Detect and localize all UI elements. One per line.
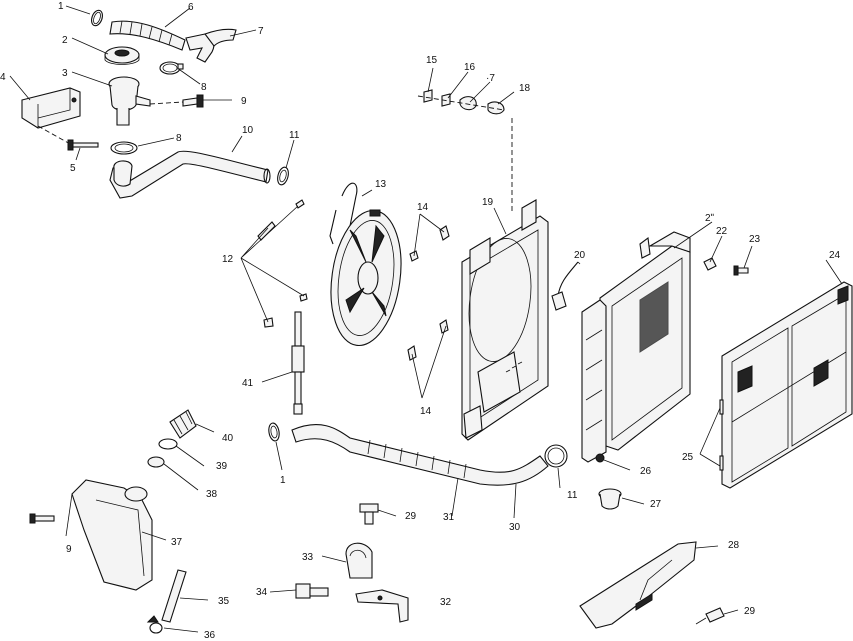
clips-25 <box>719 399 724 471</box>
callout-17: ·7 <box>486 73 495 84</box>
radiator-21 <box>581 231 691 463</box>
radiator-hose-31 <box>291 423 549 486</box>
callout-1-top: 1 <box>58 1 64 12</box>
callout-18: 18 <box>519 83 531 94</box>
fan-shroud-19 <box>461 199 549 441</box>
screw-9-lower <box>29 513 55 524</box>
sensor-parts-15-18 <box>417 89 513 212</box>
callout-23: 23 <box>749 234 761 245</box>
callout-10: 10 <box>242 125 254 136</box>
lower-hose-10 <box>109 150 271 199</box>
callout-5: 5 <box>70 163 76 174</box>
coolant-hose-6 <box>109 20 186 51</box>
bottle-cap-40 <box>169 409 197 439</box>
callout-8-lower: 8 <box>176 133 182 144</box>
callout-11-lower: 11 <box>567 490 578 501</box>
washer-38 <box>147 456 165 468</box>
callout-24: 24 <box>829 250 841 261</box>
radiator-cap-2 <box>104 46 140 65</box>
callout-28: 28 <box>728 540 740 551</box>
callout-16: 16 <box>464 62 476 73</box>
o-ring-39 <box>158 438 178 450</box>
callout-9-lower: 9 <box>66 544 72 555</box>
callout-12: 12 <box>222 254 234 265</box>
callout-25: 25 <box>682 452 694 463</box>
callout-7: 7 <box>258 26 264 37</box>
screw-29-upper <box>359 503 379 525</box>
hose-clamp-36 <box>146 615 163 634</box>
fan-bolts-12 <box>257 199 308 328</box>
callout-11-upper: 11 <box>289 130 300 141</box>
callout-6: 6 <box>188 2 194 13</box>
hose-clamp-8-upper <box>159 61 184 75</box>
bolt-34 <box>295 583 329 599</box>
callout-13: 13 <box>375 179 387 190</box>
callout-4: 4 <box>0 72 6 83</box>
callout-37: 37 <box>171 537 183 548</box>
overflow-hose-35 <box>161 569 187 623</box>
callout-33: 33 <box>302 552 314 563</box>
callout-41: 41 <box>242 378 254 389</box>
hose-clamp-8-lower <box>110 141 138 155</box>
radiator-screen-24 <box>721 281 853 489</box>
screw-9-top <box>149 94 204 108</box>
callout-2: 2 <box>62 35 68 46</box>
fan-nuts-14 <box>407 225 450 361</box>
bracket-32 <box>355 589 409 623</box>
callout-21: 2ʺ <box>705 213 715 224</box>
callout-31: 31 <box>443 512 455 523</box>
callout-8-upper: 8 <box>201 82 207 93</box>
callout-9-top: 9 <box>241 96 247 107</box>
callout-40: 40 <box>222 433 234 444</box>
leader-lines <box>9 5 843 633</box>
callout-35: 35 <box>218 596 230 607</box>
hose-clamp-11-lower <box>544 444 568 468</box>
callout-34: 34 <box>256 587 268 598</box>
callout-3: 3 <box>62 68 68 79</box>
drain-tube-41 <box>291 311 305 415</box>
hose-clamp-1-top <box>91 9 103 27</box>
callout-38: 38 <box>206 489 218 500</box>
grommet-22 <box>703 257 717 271</box>
callout-20: 20 <box>574 250 586 261</box>
hose-clamp-1-lower <box>268 422 280 442</box>
bracket-4 <box>21 87 81 129</box>
callout-36: 36 <box>204 630 216 641</box>
callout-30: 30 <box>509 522 521 533</box>
callout-15: 15 <box>426 55 438 66</box>
callout-14-lower: 14 <box>420 406 432 417</box>
clamp-33 <box>345 542 373 579</box>
callout-1-lower: 1 <box>280 475 286 486</box>
callout-29-upper: 29 <box>405 511 417 522</box>
bolt-5 <box>37 125 99 151</box>
rubber-mount-27 <box>598 488 622 510</box>
screw-23 <box>733 265 749 276</box>
cooling-fan-13 <box>329 182 402 347</box>
hose-clamp-11-upper <box>277 166 289 186</box>
mount-bracket-28 <box>579 541 697 629</box>
callout-22: 22 <box>716 226 728 237</box>
callout-14-upper: 14 <box>417 202 429 213</box>
callout-19: 19 <box>482 197 494 208</box>
callout-32: 32 <box>440 597 452 608</box>
callout-26: 26 <box>640 466 652 477</box>
filler-neck-3 <box>108 76 151 126</box>
callout-27: 27 <box>650 499 662 510</box>
callout-39: 39 <box>216 461 228 472</box>
elbow-hose-7 <box>185 28 237 63</box>
callout-29-lower: 29 <box>744 606 756 617</box>
overflow-tank-37 <box>71 479 153 591</box>
temp-switch-20 <box>551 261 579 311</box>
screw-29-lower <box>695 607 725 625</box>
